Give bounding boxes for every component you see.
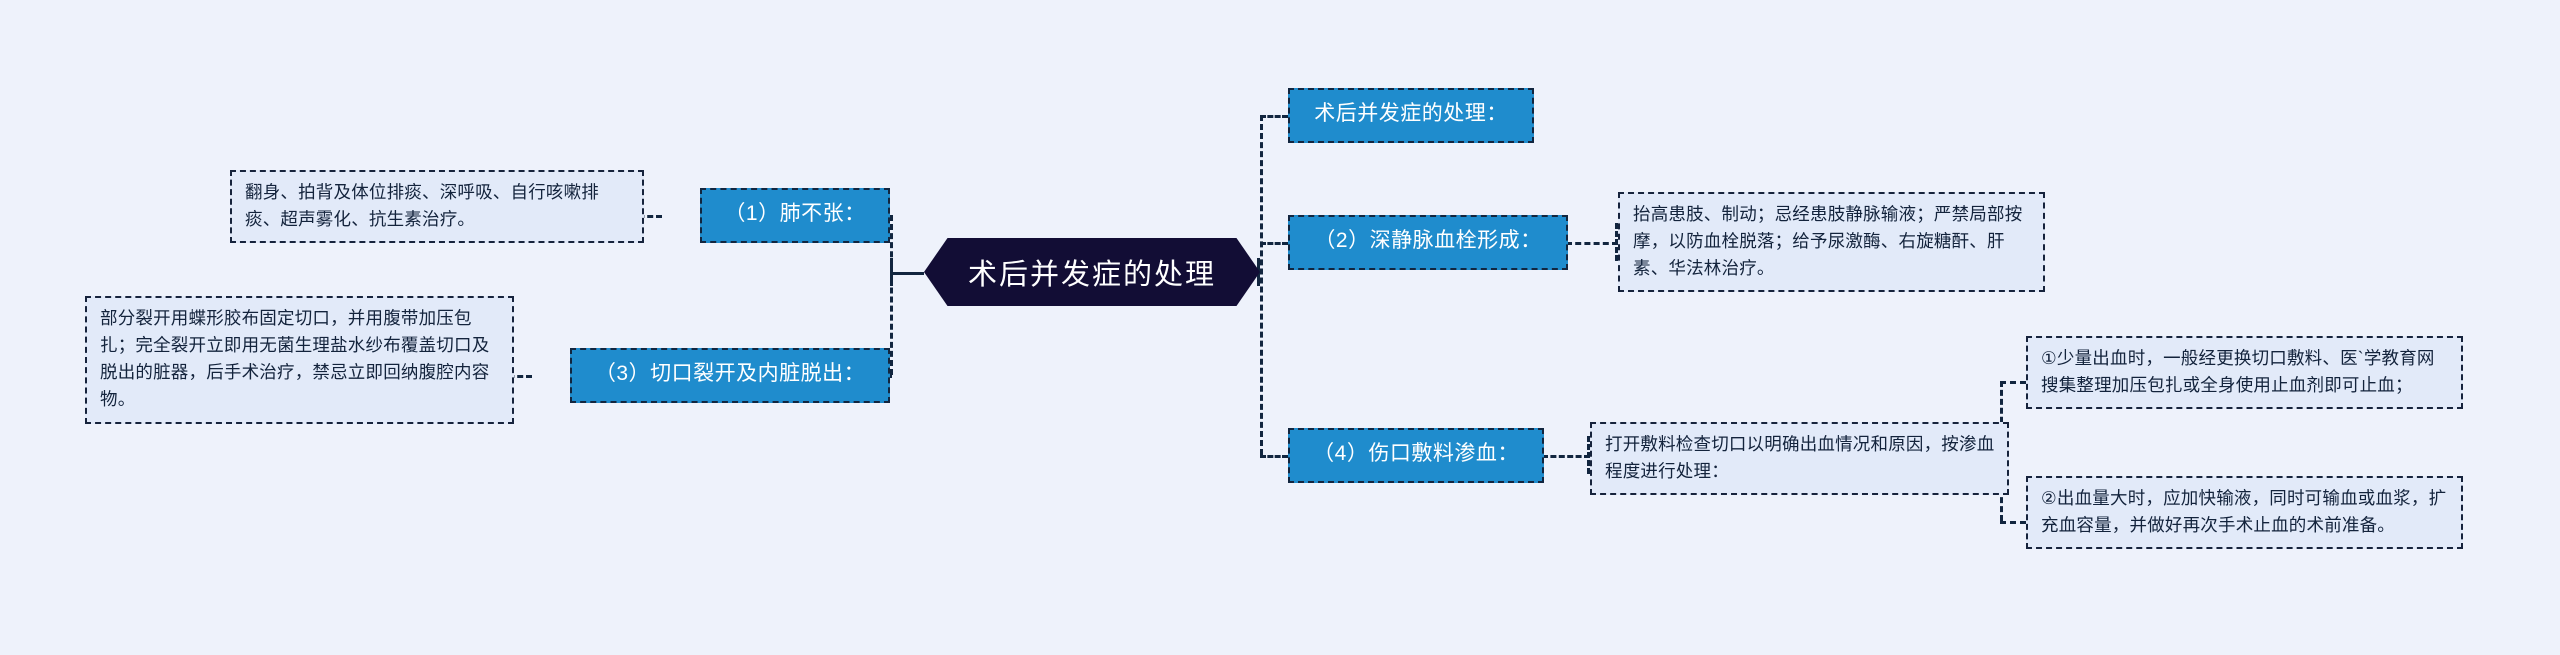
- note-deep-vein-thrombosis-text: 抬高患肢、制动；忌经患肢静脉输液；严禁局部按摩，以防血栓脱落；给予尿激酶、右旋糖…: [1633, 204, 2023, 279]
- note-bleeding-minor-text: ①少量出血时，一般经更换切口敷料、医`学教育网搜集整理加压包扎或全身使用止血剂即…: [2041, 348, 2435, 396]
- note-lung-atelectasis: 翻身、拍背及体位排痰、深呼吸、自行咳嗽排痰、超声雾化、抗生素治疗。: [230, 170, 644, 244]
- branch-node-postop-complication-handling[interactable]: 术后并发症的处理：: [1288, 88, 1534, 143]
- branch-node-deep-vein-thrombosis[interactable]: （2）深静脉血栓形成：: [1288, 215, 1568, 270]
- connector-branch-4-note-cap: [1587, 436, 1590, 474]
- branch-node-postop-complication-handling-label: 术后并发症的处理：: [1314, 102, 1508, 126]
- connector-branch-2-to-note: [1566, 242, 1618, 245]
- connector-branch-2-note-cap: [1615, 223, 1618, 261]
- connector-right-spine: [1260, 115, 1263, 455]
- note-bleeding-minor: ①少量出血时，一般经更换切口敷料、医`学教育网搜集整理加压包扎或全身使用止血剂即…: [2026, 336, 2463, 410]
- note-wound-dressing-bleeding-text: 打开敷料检查切口以明确出血情况和原因，按渗血程度进行处理：: [1605, 434, 1995, 482]
- branch-node-wound-dehiscence[interactable]: （3）切口裂开及内脏脱出：: [570, 348, 890, 403]
- note-wound-dressing-bleeding: 打开敷料检查切口以明确出血情况和原因，按渗血程度进行处理：: [1590, 422, 2009, 496]
- connector-right-to-branch-2: [1260, 242, 1288, 245]
- note-bleeding-major-text: ②出血量大时，应加快输液，同时可输血或血浆，扩充血容量，并做好再次手术止血的术前…: [2041, 488, 2447, 536]
- branch-node-wound-dehiscence-label: （3）切口裂开及内脏脱出：: [594, 362, 866, 386]
- root-node[interactable]: 术后并发症的处理: [924, 238, 1260, 306]
- connector-subnote-2: [2000, 521, 2026, 524]
- branch-node-lung-atelectasis[interactable]: （1）肺不张：: [700, 188, 890, 243]
- connector-right-to-branch-4: [1260, 455, 1288, 458]
- connector-subnote-1: [2000, 381, 2026, 384]
- connector-root-left-stub: [890, 272, 924, 275]
- note-bleeding-major: ②出血量大时，应加快输液，同时可输血或血浆，扩充血容量，并做好再次手术止血的术前…: [2026, 476, 2463, 550]
- branch-node-wound-dressing-bleeding[interactable]: （4）伤口敷料渗血：: [1288, 428, 1544, 483]
- branch-node-deep-vein-thrombosis-label: （2）深静脉血栓形成：: [1314, 229, 1542, 253]
- connector-branch-4-to-note: [1542, 455, 1590, 458]
- note-deep-vein-thrombosis: 抬高患肢、制动；忌经患肢静脉输液；严禁局部按摩，以防血栓脱落；给予尿激酶、右旋糖…: [1618, 192, 2045, 293]
- note-wound-dehiscence: 部分裂开用蝶形胶布固定切口，并用腹带加压包扎；完全裂开立即用无菌生理盐水纱布覆盖…: [85, 296, 514, 424]
- note-lung-atelectasis-text: 翻身、拍背及体位排痰、深呼吸、自行咳嗽排痰、超声雾化、抗生素治疗。: [245, 182, 599, 230]
- connector-left-spine: [890, 215, 893, 375]
- note-wound-dehiscence-text: 部分裂开用蝶形胶布固定切口，并用腹带加压包扎；完全裂开立即用无菌生理盐水纱布覆盖…: [100, 308, 490, 410]
- connector-right-to-branch-top: [1260, 115, 1288, 118]
- branch-node-wound-dressing-bleeding-label: （4）伤口敷料渗血：: [1313, 442, 1519, 466]
- branch-node-lung-atelectasis-label: （1）肺不张：: [724, 202, 866, 226]
- root-node-label: 术后并发症的处理: [967, 259, 1216, 291]
